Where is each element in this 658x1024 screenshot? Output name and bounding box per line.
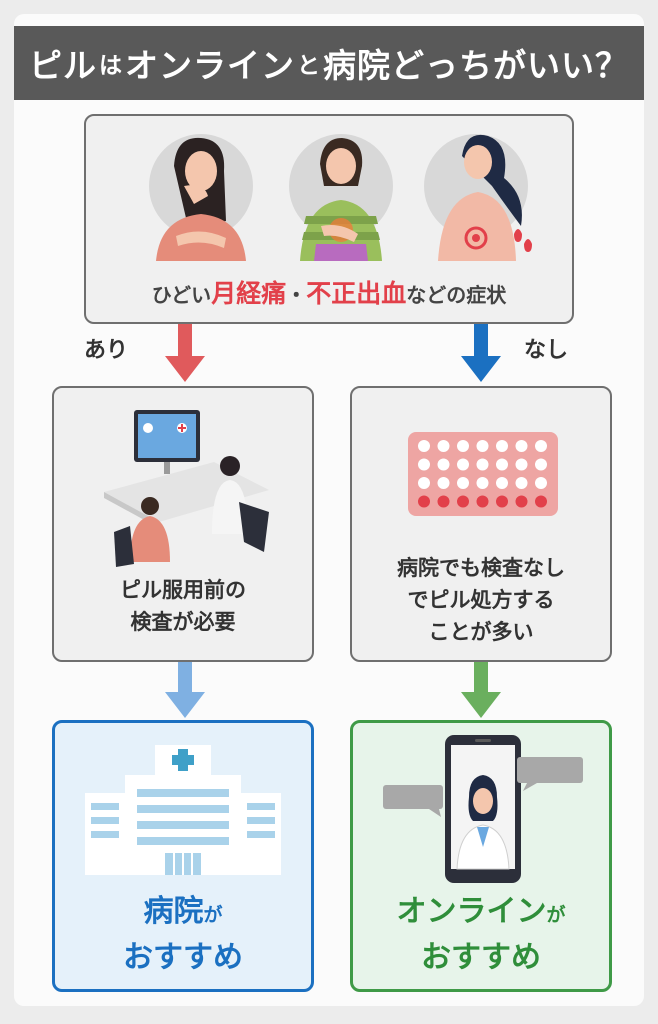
title-part1: ピル	[29, 46, 97, 85]
pill-pack-illustration	[408, 432, 558, 516]
online-recommend-text: オンラインが おすすめ	[353, 891, 609, 979]
pill-dot	[457, 458, 469, 471]
hospital-word: 病院	[143, 894, 204, 929]
no-exam-box: 病院でも検査なし でピル処方する ことが多い	[350, 386, 612, 662]
online-recommend-box: オンラインが おすすめ	[350, 720, 612, 992]
hospital-recommend-box: 病院が おすすめ	[52, 720, 314, 992]
pill-dot	[496, 495, 508, 508]
hospital-building-icon	[85, 745, 281, 875]
pill-dot	[418, 495, 430, 508]
infographic-card: ピル は オンライン と 病院どっちがいい？	[14, 14, 644, 1006]
title-part2: は	[99, 53, 123, 79]
title-bar: ピル は オンライン と 病院どっちがいい？	[14, 26, 644, 100]
pill-dot	[535, 458, 547, 471]
pill-dot	[418, 477, 430, 489]
exam-line1: ピル服用前の	[120, 578, 246, 602]
hospital-recommend-text: 病院が おすすめ	[55, 891, 311, 979]
arrow-green-down	[461, 662, 501, 718]
pill-dot	[515, 477, 528, 489]
no-exam-line2: でピル処方する	[407, 588, 555, 612]
pill-dot	[535, 440, 547, 452]
pill-dot	[437, 495, 450, 508]
woman-bleeding-illustration	[424, 134, 532, 261]
pill-dot	[437, 440, 450, 452]
arrow-lightblue-down	[165, 662, 205, 718]
online-recommend-line: おすすめ	[421, 940, 541, 975]
pill-dot	[535, 477, 547, 489]
branch-label-no: なし	[524, 338, 569, 363]
pill-dot	[437, 477, 450, 489]
pill-dot	[418, 440, 430, 452]
symptom-box: ひどい月経痛・不正出血などの症状	[84, 114, 574, 324]
symptom-highlight-pain: 月経痛	[211, 279, 287, 308]
symptom-highlight-bleeding: 不正出血	[306, 279, 407, 308]
pill-dot	[457, 495, 469, 508]
symptom-prefix: ひどい	[151, 283, 212, 307]
symptom-suffix: などの症状	[406, 283, 507, 307]
title-part4: と	[297, 53, 321, 79]
exam-required-text: ピル服用前の 検査が必要	[54, 574, 312, 638]
online-particle: が	[546, 904, 566, 926]
pill-dot	[476, 495, 489, 508]
title-part3: オンライン	[125, 46, 295, 85]
pill-dot	[496, 440, 508, 452]
smartphone-doctor-icon	[383, 735, 583, 883]
woman-stomachache-illustration	[289, 134, 393, 261]
pill-dot	[496, 477, 508, 489]
branch-label-yes: あり	[84, 338, 129, 363]
pill-dot	[457, 477, 469, 489]
symptom-separator: ・	[286, 283, 307, 307]
pill-dot	[437, 458, 450, 471]
pill-dot	[496, 458, 508, 471]
arrow-red-down	[165, 324, 205, 382]
pill-dot	[457, 440, 469, 452]
no-exam-text: 病院でも検査なし でピル処方する ことが多い	[352, 552, 610, 648]
pill-dot	[418, 458, 430, 471]
no-exam-line3: ことが多い	[428, 620, 534, 644]
pill-dot	[476, 440, 489, 452]
pill-dot	[515, 495, 528, 508]
pill-dot	[476, 477, 489, 489]
pill-dot	[476, 458, 489, 471]
online-word: オンライン	[396, 894, 547, 929]
pill-dot	[515, 440, 528, 452]
doctor-consultation-illustration	[104, 410, 269, 567]
no-exam-line1: 病院でも検査なし	[397, 556, 565, 580]
pill-pack-body	[408, 432, 558, 516]
symptom-text: ひどい月経痛・不正出血などの症状	[86, 274, 572, 310]
exam-required-box: ピル服用前の 検査が必要	[52, 386, 314, 662]
hospital-particle: が	[203, 904, 223, 926]
woman-headache-illustration	[149, 134, 253, 261]
title-part5: 病院どっちがいい？	[323, 46, 629, 85]
arrow-blue-down	[461, 324, 501, 382]
exam-line2: 検査が必要	[130, 610, 236, 634]
hospital-recommend-line: おすすめ	[123, 940, 243, 975]
pill-dot	[535, 495, 547, 508]
pill-dot	[515, 458, 528, 471]
